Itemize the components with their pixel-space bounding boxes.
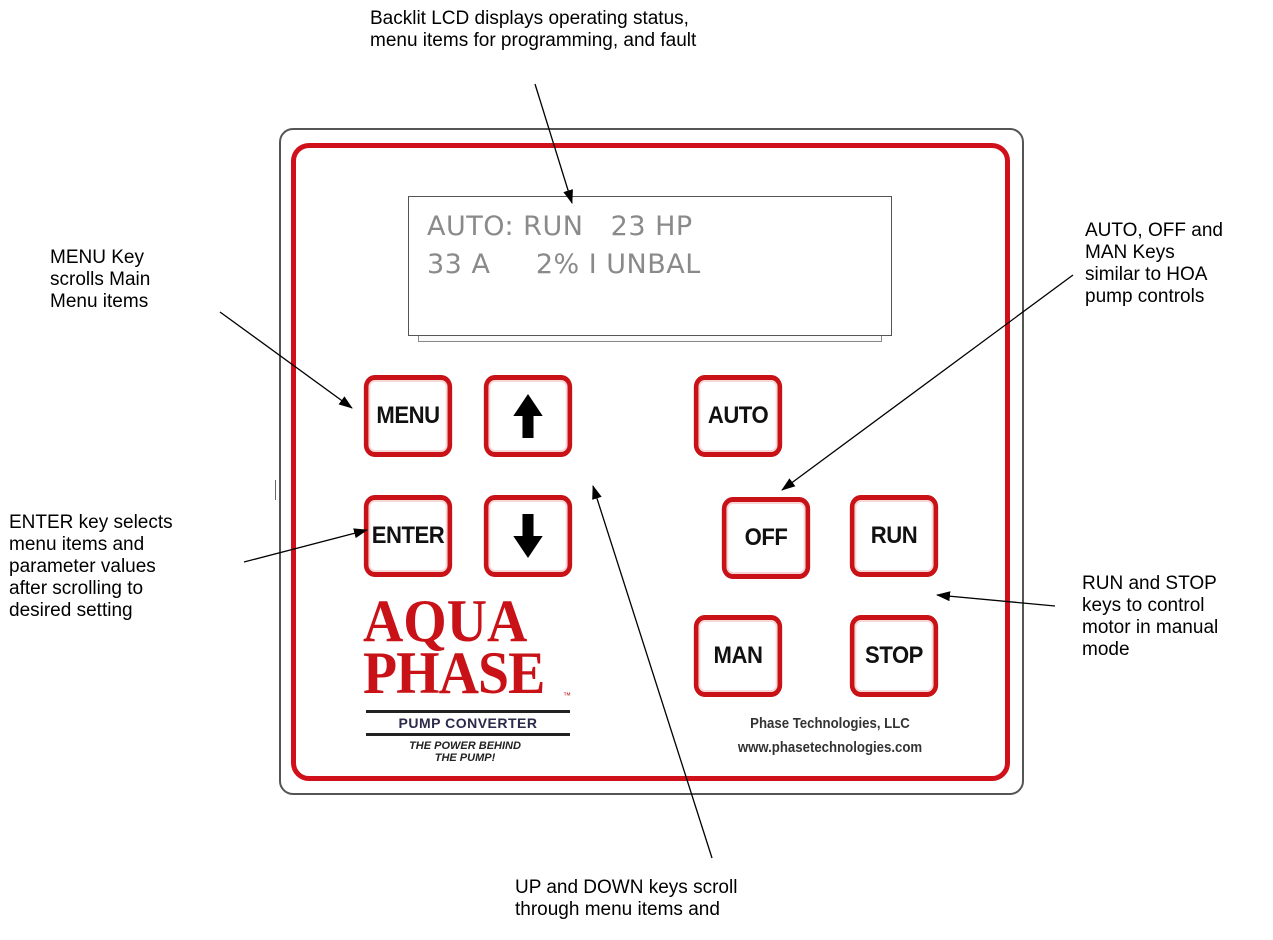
logo-phase: PHASE <box>363 640 545 706</box>
off-button[interactable]: OFF <box>721 497 811 579</box>
auto-button[interactable]: AUTO <box>693 375 783 457</box>
callout-run-stop-line: motor in manual <box>1082 617 1219 638</box>
callout-enter-line: after scrolling to <box>9 578 144 599</box>
stop-button[interactable]: STOP <box>849 615 939 697</box>
callout-run-stop: RUN and STOP keys to control motor in ma… <box>1082 573 1218 661</box>
lcd-bezel-shadow <box>418 336 882 342</box>
callout-menu-key: MENU Key scrolls Main Menu items <box>50 247 150 313</box>
lcd-line-2: 33 A 2% I UNBAL <box>427 249 701 280</box>
callout-updown: UP and DOWN keys scroll through menu ite… <box>515 877 737 921</box>
callout-enter-line: parameter values <box>9 556 156 577</box>
arrow-down-icon <box>513 514 543 558</box>
man-button[interactable]: MAN <box>693 615 783 697</box>
product-name: PUMP CONVERTER <box>366 710 570 736</box>
menu-button[interactable]: MENU <box>363 375 453 457</box>
enter-button[interactable]: ENTER <box>363 495 453 577</box>
callout-hoa-line: pump controls <box>1085 286 1205 307</box>
callout-lcd-line: Backlit LCD displays operating status, <box>370 8 689 29</box>
callout-enter-key: ENTER key selects menu items and paramet… <box>9 512 173 622</box>
run-button[interactable]: RUN <box>849 495 939 577</box>
callout-run-stop-line: keys to control <box>1082 595 1205 616</box>
callout-enter-line: menu items and <box>9 534 145 555</box>
down-button[interactable] <box>483 495 573 577</box>
callout-run-stop-line: mode <box>1082 639 1130 660</box>
arrow-up-icon <box>513 394 543 438</box>
company-website: www.phasetechnologies.com <box>737 739 923 756</box>
callout-hoa-keys: AUTO, OFF and MAN Keys similar to HOA pu… <box>1085 220 1223 308</box>
tagline-line: THE PUMP! <box>434 752 496 764</box>
callout-updown-line: through menu items and <box>515 899 720 920</box>
callout-menu-line: scrolls Main <box>50 269 151 290</box>
callout-hoa-line: AUTO, OFF and <box>1085 220 1223 241</box>
company-name: Phase Technologies, LLC <box>750 715 910 732</box>
up-button[interactable] <box>483 375 573 457</box>
lcd-line-1: AUTO: RUN 23 HP <box>427 211 693 242</box>
callout-menu-line: MENU Key <box>50 247 144 268</box>
tagline: THE POWER BEHIND THE PUMP! <box>400 740 530 764</box>
tagline-line: THE POWER BEHIND <box>409 740 521 752</box>
company-info: Phase Technologies, LLC www.phasetechnol… <box>716 712 945 760</box>
callout-run-stop-line: RUN and STOP <box>1082 573 1217 594</box>
callout-updown-line: UP and DOWN keys scroll <box>515 877 738 898</box>
logo-aqua: AQUA <box>363 588 528 654</box>
callout-lcd-line: menu items for programming, and fault <box>370 30 697 51</box>
callout-enter-line: ENTER key selects <box>9 512 173 533</box>
callout-menu-line: Menu items <box>50 291 149 312</box>
callout-lcd: Backlit LCD displays operating status, m… <box>370 8 696 52</box>
callout-enter-line: desired setting <box>9 600 133 621</box>
trademark-mark: ™ <box>563 691 571 700</box>
panel-edge-mark <box>275 480 276 500</box>
callout-hoa-line: MAN Keys <box>1085 242 1175 263</box>
lcd-display: AUTO: RUN 23 HP 33 A 2% I UNBAL <box>408 196 892 336</box>
callout-hoa-line: similar to HOA <box>1085 264 1208 285</box>
